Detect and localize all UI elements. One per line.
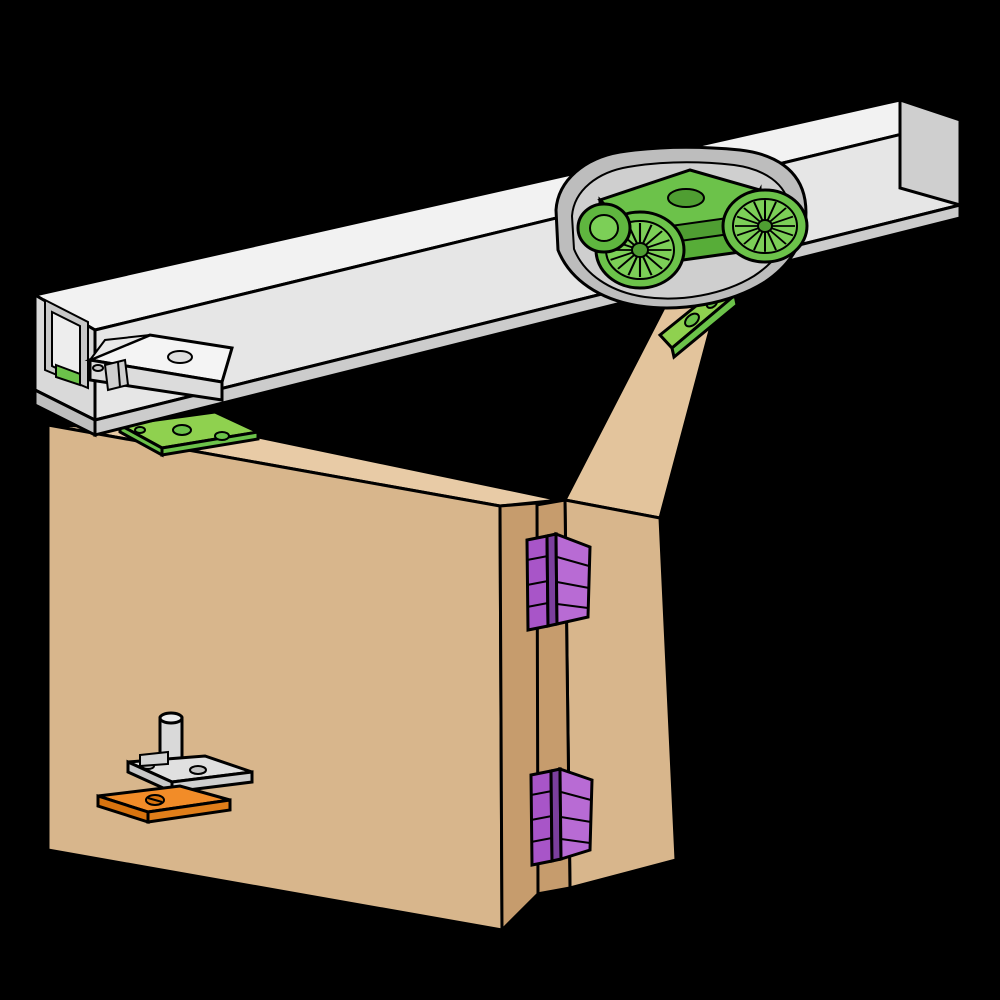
roller-wheel-right — [721, 188, 809, 264]
door-leaf-main — [46, 423, 561, 934]
roller-wheel-left — [594, 210, 686, 290]
hinge-upper — [525, 531, 592, 632]
floor-guide — [96, 784, 232, 825]
track-mounting-bracket — [84, 333, 234, 402]
roller-carriage — [576, 168, 809, 290]
hinge-lower — [529, 766, 594, 867]
roller-wheel-rear — [576, 202, 632, 254]
